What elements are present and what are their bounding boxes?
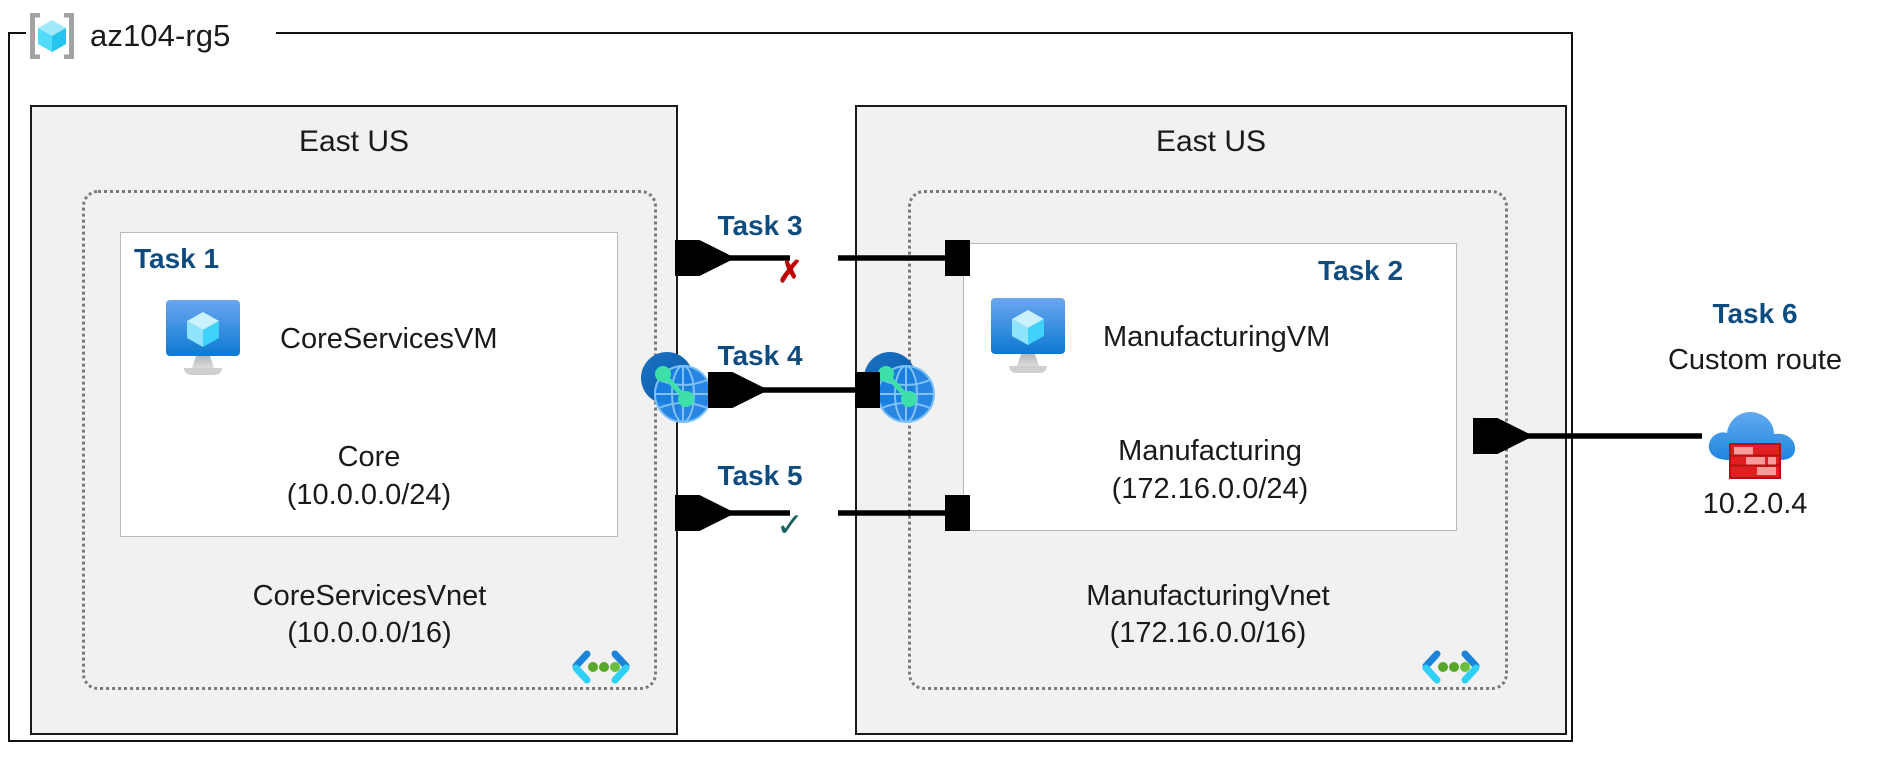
region-title-right: East US — [1155, 125, 1267, 158]
resource-group-box — [8, 32, 1573, 742]
resource-group-label: az104-rg5 — [26, 9, 231, 63]
subnet-code-brackets-icon — [570, 645, 632, 689]
cloud-firewall-icon — [1700, 398, 1808, 482]
subnet-name-manufacturing-text: Manufacturing — [1118, 435, 1302, 467]
custom-route-ip: 10.2.0.4 — [1702, 488, 1808, 520]
connection-marker-task5: ✓ — [776, 506, 804, 543]
connection-label-task3: Task 3 — [717, 210, 803, 241]
resource-group-name: az104-rg5 — [90, 18, 231, 53]
vnet-name-manufacturing: ManufacturingVnet (172.16.0.0/16) — [908, 578, 1508, 652]
task-label-1: Task 1 — [134, 243, 220, 274]
vnet-name-manufacturing-text: ManufacturingVnet — [1086, 580, 1330, 612]
vnet-name-core: CoreServicesVnet (10.0.0.0/16) — [82, 578, 657, 652]
connection-arrow-task5 — [675, 495, 970, 531]
custom-route-label: Custom route — [1667, 344, 1843, 376]
custom-route-arrow — [1473, 418, 1702, 454]
subnet-name-core-text: Core — [337, 441, 401, 473]
virtual-machine-icon — [985, 298, 1071, 376]
vnet-name-core-text: CoreServicesVnet — [252, 580, 487, 612]
vnet-cidr-core: (10.0.0.0/16) — [287, 617, 452, 649]
vm-name-manufacturing: ManufacturingVM — [1103, 320, 1331, 353]
connection-arrow-task3 — [675, 240, 970, 276]
subnet-box-manufacturing — [963, 243, 1457, 531]
region-title-left: East US — [298, 125, 410, 158]
subnet-name-core: Core (10.0.0.0/24) — [120, 438, 618, 514]
subnet-name-manufacturing: Manufacturing (172.16.0.0/24) — [963, 432, 1457, 508]
connection-arrow-task4 — [708, 372, 880, 408]
connection-label-task5: Task 5 — [717, 460, 803, 491]
vm-core: CoreServicesVM — [160, 300, 498, 378]
vnet-peering-globe-icon — [637, 348, 713, 424]
vnet-box-core — [82, 190, 657, 690]
subnet-cidr-core: (10.0.0.0/24) — [286, 479, 452, 511]
vnet-cidr-manufacturing: (172.16.0.0/16) — [1109, 617, 1307, 649]
vm-name-core: CoreServicesVM — [280, 322, 498, 355]
connection-marker-task3: ✗ — [777, 256, 803, 289]
connection-label-task4: Task 4 — [717, 340, 803, 371]
vm-manufacturing: ManufacturingVM — [985, 298, 1330, 376]
subnet-box-core — [120, 232, 618, 537]
virtual-machine-icon — [160, 300, 246, 378]
azure-resource-group-icon — [26, 10, 78, 62]
subnet-cidr-manufacturing: (172.16.0.0/24) — [1111, 473, 1309, 505]
custom-route-task-label: Task 6 — [1712, 298, 1798, 329]
subnet-code-brackets-icon — [1420, 645, 1482, 689]
task-label-2: Task 2 — [1318, 255, 1404, 286]
